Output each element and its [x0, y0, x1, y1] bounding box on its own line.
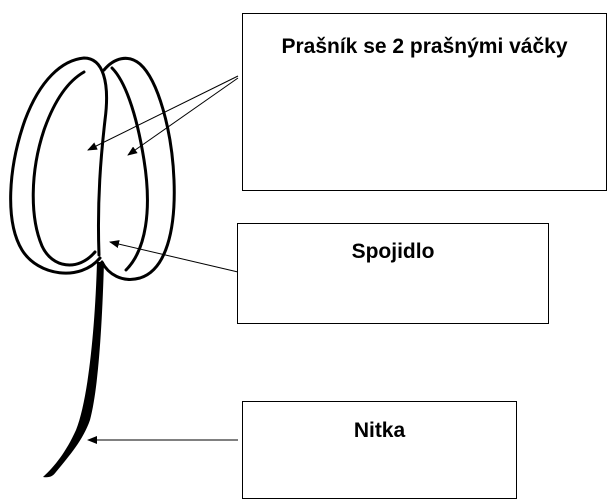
pollen-sac-right-inner: [112, 68, 147, 270]
label-box-anther: Prašník se 2 prašnými váčky: [242, 13, 607, 191]
label-box-filament: Nitka: [242, 401, 517, 499]
pollen-sac-left-inner: [33, 72, 95, 265]
label-filament: Nitka: [354, 419, 405, 442]
pollen-sac-left-outer: [11, 58, 107, 273]
anther: [11, 58, 175, 279]
label-anther: Prašník se 2 prašnými váčky: [281, 35, 567, 58]
pollen-sac-right-outer: [102, 58, 174, 279]
arrow-anther-right: [128, 78, 238, 155]
filament-stalk: [43, 262, 104, 477]
label-connective: Spojidlo: [352, 240, 435, 263]
arrow-anther-left: [88, 76, 238, 150]
label-box-connective: Spojidlo: [237, 223, 549, 324]
